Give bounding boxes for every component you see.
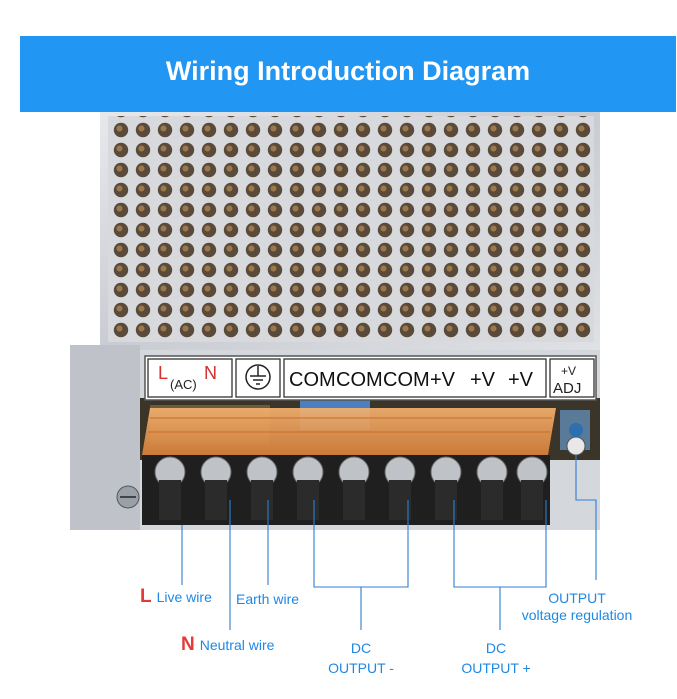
title-banner: Wiring Introduction Diagram [20,36,676,112]
callout-lines [181,455,597,630]
dc-plus-line1: DC [485,640,507,656]
terminal-slot-5 [343,480,365,520]
terminal-slot-4 [297,480,319,520]
dc-output-plus-label: DC OUTPUT + [446,640,546,676]
output-label-3: COM [383,369,430,391]
terminal-label-strip: L N (AC) COM COM COM +V +V +V +V ADJ [144,355,597,401]
neutral-wire-text: Neutral wire [199,637,275,653]
earth-wire-label: Earth wire [236,591,300,607]
adj-bottom-label: ADJ [553,380,581,397]
output-label-6: +V [508,369,534,391]
output-label-2: COM [336,369,383,391]
live-wire-text: Live wire [156,589,212,605]
dc-plus-line2: OUTPUT + [461,660,531,676]
terminal-slot-3 [251,480,273,520]
mounting-screw-icon [116,485,140,509]
terminal-slot-9 [521,480,543,520]
neutral-letter: N [181,634,195,655]
l-strip-label: L [158,363,168,383]
terminal-slot-7 [435,480,457,520]
adj-line1: OUTPUT [548,590,606,606]
adj-top-label: +V [561,364,576,378]
voltage-adjust-potentiometer [566,423,586,456]
dc-minus-line2: OUTPUT - [328,660,394,676]
adj-line2: voltage regulation [521,607,633,623]
output-label-1: COM [289,369,336,391]
terminal-block [142,455,550,525]
terminal-slot-2 [205,480,227,520]
dc-minus-line1: DC [350,640,372,656]
output-voltage-regulation-label: OUTPUT voltage regulation [509,590,645,623]
ac-strip-label: (AC) [170,377,197,392]
dc-output-minus-label: DC OUTPUT - [311,640,411,676]
terminal-slot-1 [159,480,181,520]
n-strip-label: N [204,363,217,383]
output-label-5: +V [470,369,496,391]
ground-icon [245,364,271,390]
terminal-cover [142,408,556,455]
diagram-title: Wiring Introduction Diagram [165,56,531,86]
terminal-slot-6 [389,480,411,520]
output-label-4: +V [430,369,456,391]
terminal-slot-8 [481,480,503,520]
live-letter: L [140,586,152,607]
perforated-cover [100,112,600,350]
